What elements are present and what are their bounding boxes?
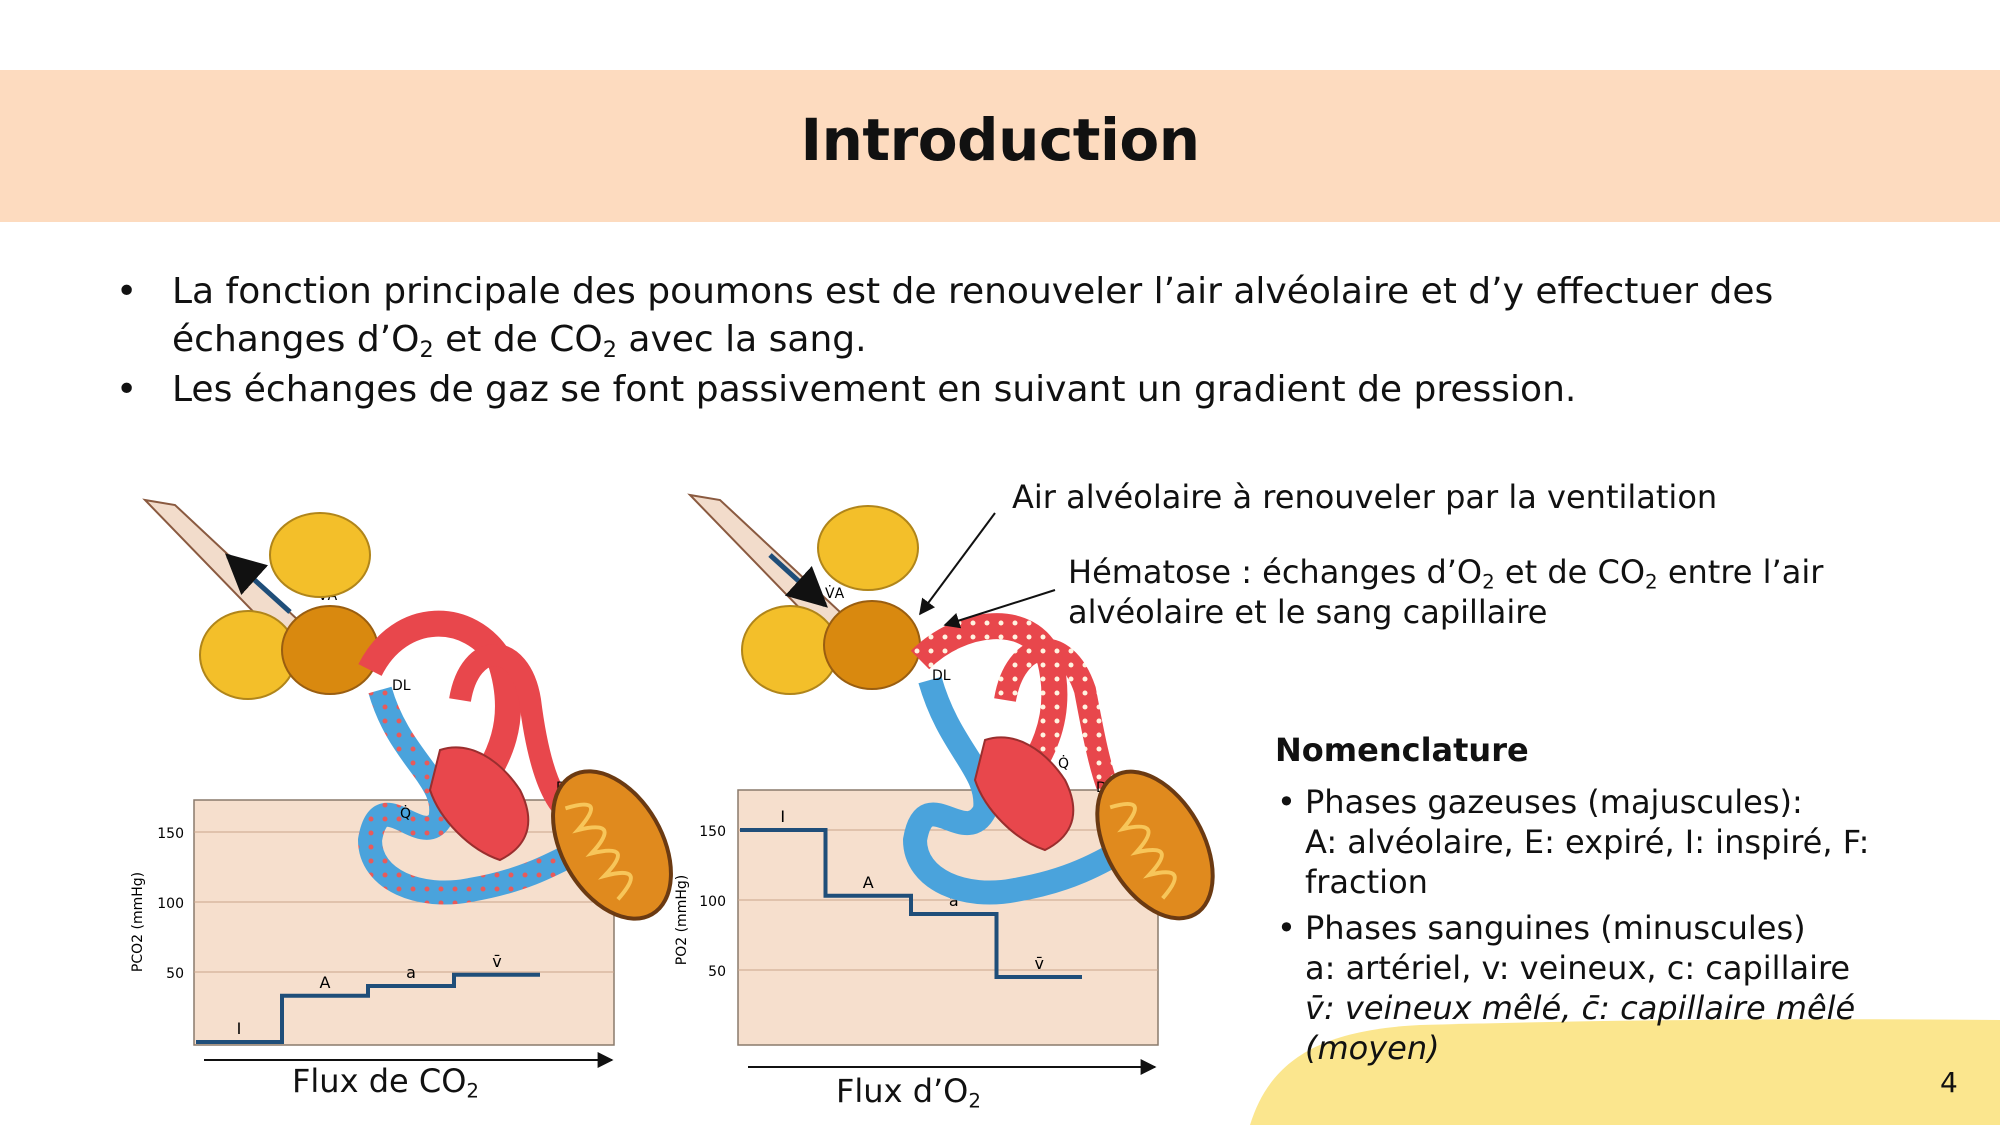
nomenclature-box: Nomenclature • Phases gazeuses (majuscul… xyxy=(1275,730,1995,1074)
bullet-dot: • xyxy=(116,369,138,410)
corner-shape xyxy=(1250,1019,2000,1125)
y-axis-label: PCO2 (mmHg) xyxy=(130,872,146,972)
mitochondria xyxy=(1095,769,1215,921)
level-label: v̄ xyxy=(1035,954,1044,973)
subscript: 2 xyxy=(466,1079,480,1103)
flux-text: Flux d’O xyxy=(836,1072,969,1110)
bullet-item: • La fonction principale des poumons est… xyxy=(112,268,1932,364)
annotation-line: alvéolaire et le sang capillaire xyxy=(1068,593,1548,631)
y-tick: 100 xyxy=(157,896,184,912)
title-banner xyxy=(0,70,2000,222)
y-tick: 150 xyxy=(157,826,184,842)
page-number: 4 xyxy=(1940,1066,1958,1099)
marker-q: Q̇ xyxy=(1058,755,1069,772)
nomenclature-item: • Phases sanguines (minuscules) a: artér… xyxy=(1275,908,1995,1068)
chart-panel xyxy=(193,799,615,1046)
pressure-step-line xyxy=(740,828,1082,979)
annotation-arrow xyxy=(943,589,1056,629)
annotation-text: et de CO xyxy=(1494,553,1646,591)
annotation-hematose: Hématose : échanges d’O2 et de CO2 entre… xyxy=(1068,552,1823,632)
bullet-list: • La fonction principale des poumons est… xyxy=(112,268,1932,416)
level-label: A xyxy=(863,873,874,892)
mitochondria xyxy=(551,769,673,921)
nomenclature-line: Phases sanguines (minuscules) xyxy=(1305,909,1806,947)
annotation-line: Hématose : échanges d’O2 et de CO2 entre… xyxy=(1068,552,1823,592)
bullet-text: Les échanges de gaz se font passivement … xyxy=(172,369,1577,410)
level-label: a xyxy=(949,891,959,910)
heart xyxy=(973,736,1075,852)
chart-panel xyxy=(737,789,1159,1046)
pressure-step-line xyxy=(196,972,540,1044)
nomenclature-title: Nomenclature xyxy=(1275,731,1529,769)
nomenclature-line: v̄: veineux mêlé, c̄: capillaire mêlé (m… xyxy=(1305,989,1856,1067)
slide-title: Introduction xyxy=(800,106,1200,174)
flux-label-co2: Flux de CO2 xyxy=(292,1062,480,1103)
y-tick: 150 xyxy=(699,824,726,840)
annotation-text: entre l’air xyxy=(1657,553,1824,591)
y-tick: 100 xyxy=(699,894,726,910)
annotation-arrow xyxy=(919,512,996,616)
nomenclature-line: Phases gazeuses (majuscules): xyxy=(1305,783,1803,821)
ventilation-arrow xyxy=(768,553,828,608)
flux-text: Flux de CO xyxy=(292,1062,467,1100)
nomenclature-line: A: alvéolaire, E: expiré, I: inspiré, F:… xyxy=(1305,823,1870,901)
annotation-air: Air alvéolaire à renouveler par la venti… xyxy=(1012,478,1718,516)
subscript: 2 xyxy=(602,337,617,364)
diagram-o2: 150 100 50 PO2 (mmHg) I A a v̄ V̇A DL Q̇… xyxy=(674,493,1215,1075)
bullet-text: avec la sang. xyxy=(616,319,867,360)
y-tick: 50 xyxy=(166,966,184,982)
bullet-item: • Les échanges de gaz se font passivemen… xyxy=(112,366,1932,414)
bullet-text: La fonction principale des poumons est d… xyxy=(172,271,1774,360)
marker-va: V̇A xyxy=(825,585,845,602)
bullet-dot: • xyxy=(1277,783,1296,821)
y-tick: 50 xyxy=(708,964,726,980)
subscript: 2 xyxy=(1482,570,1495,594)
heart xyxy=(428,746,530,862)
bullet-dot: • xyxy=(1277,909,1296,947)
level-label: a xyxy=(406,963,416,982)
subscript: 2 xyxy=(1645,570,1658,594)
level-label: I xyxy=(237,1019,242,1038)
marker-dl: DL xyxy=(392,678,411,694)
level-label: I xyxy=(780,807,785,826)
level-label: v̄ xyxy=(492,952,501,971)
subscript: 2 xyxy=(968,1089,981,1113)
level-label: A xyxy=(320,973,331,992)
diagram-co2: 150 100 50 PCO2 (mmHg) I A a v̄ V̇A DL Q… xyxy=(130,498,673,1068)
alveoli xyxy=(199,512,379,700)
nomenclature-line: a: artériel, v: veineux, c: capillaire xyxy=(1305,949,1851,987)
ventilation-arrow xyxy=(225,553,292,614)
flux-label-o2: Flux d’O2 xyxy=(836,1072,981,1113)
alveoli xyxy=(741,505,921,695)
subscript: 2 xyxy=(419,337,434,364)
nomenclature-item: • Phases gazeuses (majuscules): A: alvéo… xyxy=(1275,782,1995,902)
bullet-dot: • xyxy=(116,271,138,312)
annotation-text: Hématose : échanges d’O xyxy=(1068,553,1483,591)
marker-q: Q̇ xyxy=(400,805,411,822)
marker-dl: DL xyxy=(932,668,951,684)
bullet-text: et de CO xyxy=(433,319,603,360)
y-axis-label: PO2 (mmHg) xyxy=(674,875,690,965)
